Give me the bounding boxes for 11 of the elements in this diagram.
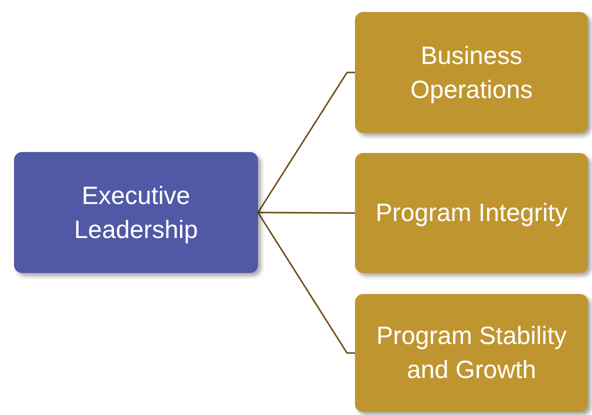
rounded-box [355,294,588,412]
box-label: Program Stability and Growth [375,321,568,386]
box-label: Program Integrity [374,198,568,229]
connector-line [257,72,355,213]
box-label: Business Operations [409,40,534,106]
connector-line [257,212,355,354]
box-label: Executive Leadership [73,180,199,246]
rounded-box [14,152,258,273]
connector-line [258,212,355,214]
rounded-box [355,12,588,133]
rounded-box [355,153,588,273]
